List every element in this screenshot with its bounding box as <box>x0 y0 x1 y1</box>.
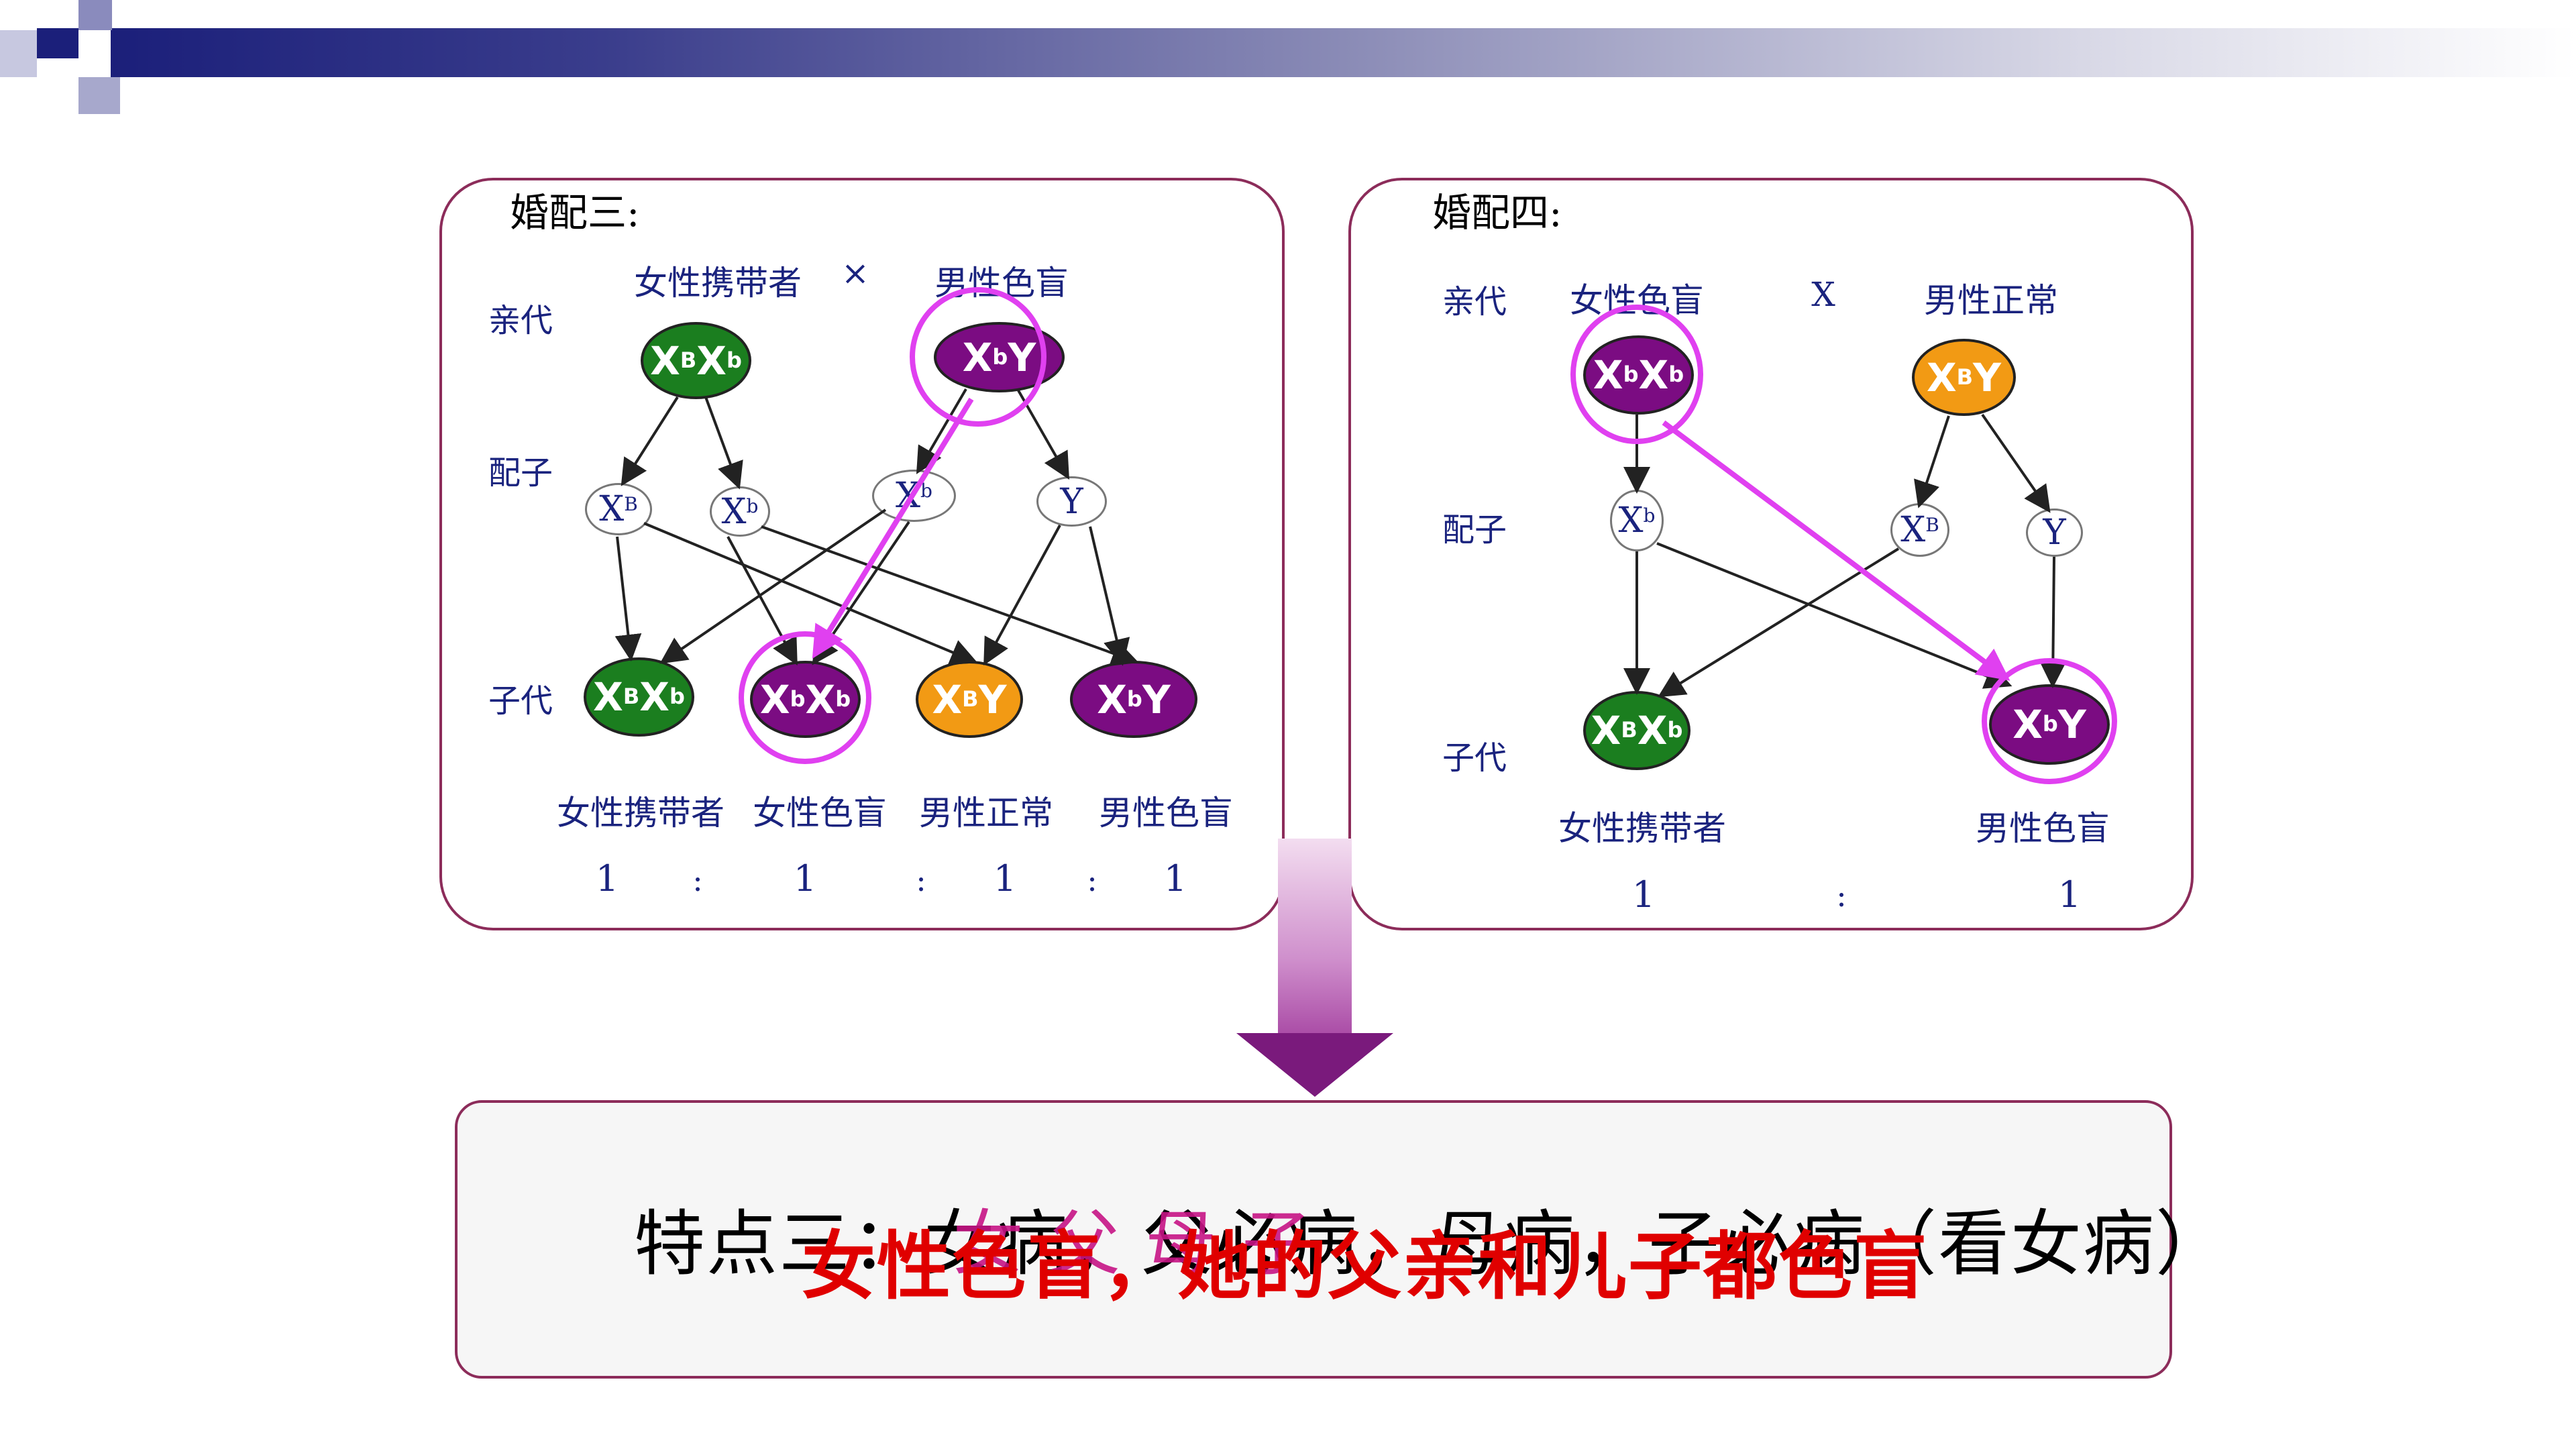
panel4-ratio-2: 1 <box>2057 873 2082 916</box>
panel3-ratio-colon-2: : <box>916 862 926 898</box>
panel3-offspring-1-label: 女性携带者 <box>557 794 724 833</box>
panel4-line-g2-o1 <box>1658 547 1900 698</box>
feature-base-text: 特点三：女病，父必病，母病，子必病（看女病） <box>634 1203 2228 1285</box>
panel4-ratio-colon: : <box>1836 877 1847 914</box>
panel3-offspring-4-label: 男性色盲 <box>1099 794 1233 833</box>
panel3-title: 婚配三: <box>510 190 640 235</box>
panel3-gamete-4: Y <box>1036 476 1107 527</box>
panel4-offspring-1-label: 女性携带者 <box>1558 809 1726 848</box>
panel3-parent-female-label: 女性携带者 <box>634 264 802 303</box>
header-gradient-bar <box>111 28 2576 77</box>
highlight-annotations <box>739 287 2117 784</box>
panel3-highlight-parent-male <box>910 287 1046 427</box>
panel-marriage-three <box>439 178 1285 930</box>
panel3-label-offspring: 子代 <box>488 682 553 720</box>
panel4-label-parent: 亲代 <box>1442 283 1507 321</box>
panel3-cross-symbol: × <box>841 254 869 292</box>
panel3-line-g1-o3 <box>643 522 978 665</box>
panel3-ratio-3: 1 <box>993 857 1017 900</box>
feature-overlay-red: 女性色盲，她的父亲和儿子都色盲 <box>802 1224 1929 1309</box>
panel4-highlight-arrow <box>1662 420 2010 681</box>
panel3-line-p1-g1 <box>621 396 679 486</box>
down-arrow-head <box>1236 1033 1393 1097</box>
panel3-line-g2-o4 <box>761 525 1139 666</box>
panel3-ratio-colon-3: : <box>1087 862 1097 898</box>
header-square-low <box>78 77 120 114</box>
panel3-label-parent: 亲代 <box>488 302 553 339</box>
panel4-parent-female-label: 女性色盲 <box>1570 281 1704 320</box>
panel4-highlight-offspring-male <box>1982 658 2117 784</box>
panel3-line-p2-g3 <box>916 388 967 474</box>
header-square-dark <box>37 28 78 58</box>
down-arrow-shaft <box>1278 839 1352 1040</box>
panel4-label-offspring: 子代 <box>1442 739 1507 777</box>
panel4-parent-male-label: 男性正常 <box>1924 281 2058 320</box>
panel4-line-p2-g2 <box>1914 415 1950 508</box>
panel3-highlight-offspring-female <box>739 631 871 764</box>
panel3-line-g3-o1 <box>659 508 887 664</box>
panel3-ratio-colon-1: : <box>692 862 703 898</box>
panel4-line-g1-o2 <box>1656 542 2012 689</box>
panel4-line-g3-o2 <box>2039 556 2067 688</box>
panel3-ratio-2: 1 <box>793 857 817 900</box>
panel4-ratio-1: 1 <box>1631 873 1656 916</box>
panel4-connector-lines <box>1623 413 2067 698</box>
panel3-line-g4-o3 <box>983 525 1061 666</box>
panel4-cross-symbol: X <box>1811 275 1835 314</box>
panel4-line-p2-g3 <box>1981 413 2051 513</box>
feature-box <box>455 1100 2172 1379</box>
panel4-gamete-3: Y <box>2026 508 2083 557</box>
panel3-line-g2-o2 <box>727 536 798 666</box>
panel3-offspring-2-label: 女性色盲 <box>753 794 887 833</box>
panel4-offspring-2-label: 男性色盲 <box>1976 809 2110 848</box>
panel4-highlight-parent-female <box>1570 305 1703 444</box>
panel3-highlight-arrow <box>812 397 974 659</box>
header-square-light <box>0 30 37 77</box>
panel3-line-p1-g2 <box>704 396 743 490</box>
panel3-line-g4-o4 <box>1089 526 1130 666</box>
panel3-ratio-1: 1 <box>595 857 619 900</box>
header-square-mid <box>78 0 112 30</box>
feature-overlay-magenta: 女 父 母 子 <box>953 1203 1315 1285</box>
panel3-ratio-4: 1 <box>1163 857 1187 900</box>
panel3-line-g1-o1 <box>614 536 642 661</box>
panel4-label-gamete: 配子 <box>1442 511 1507 549</box>
panel3-connector-lines <box>614 388 1139 666</box>
panel3-offspring-3-label: 男性正常 <box>919 794 1053 833</box>
panel3-label-gamete: 配子 <box>488 454 553 492</box>
panel4-title: 婚配四: <box>1432 190 1562 235</box>
